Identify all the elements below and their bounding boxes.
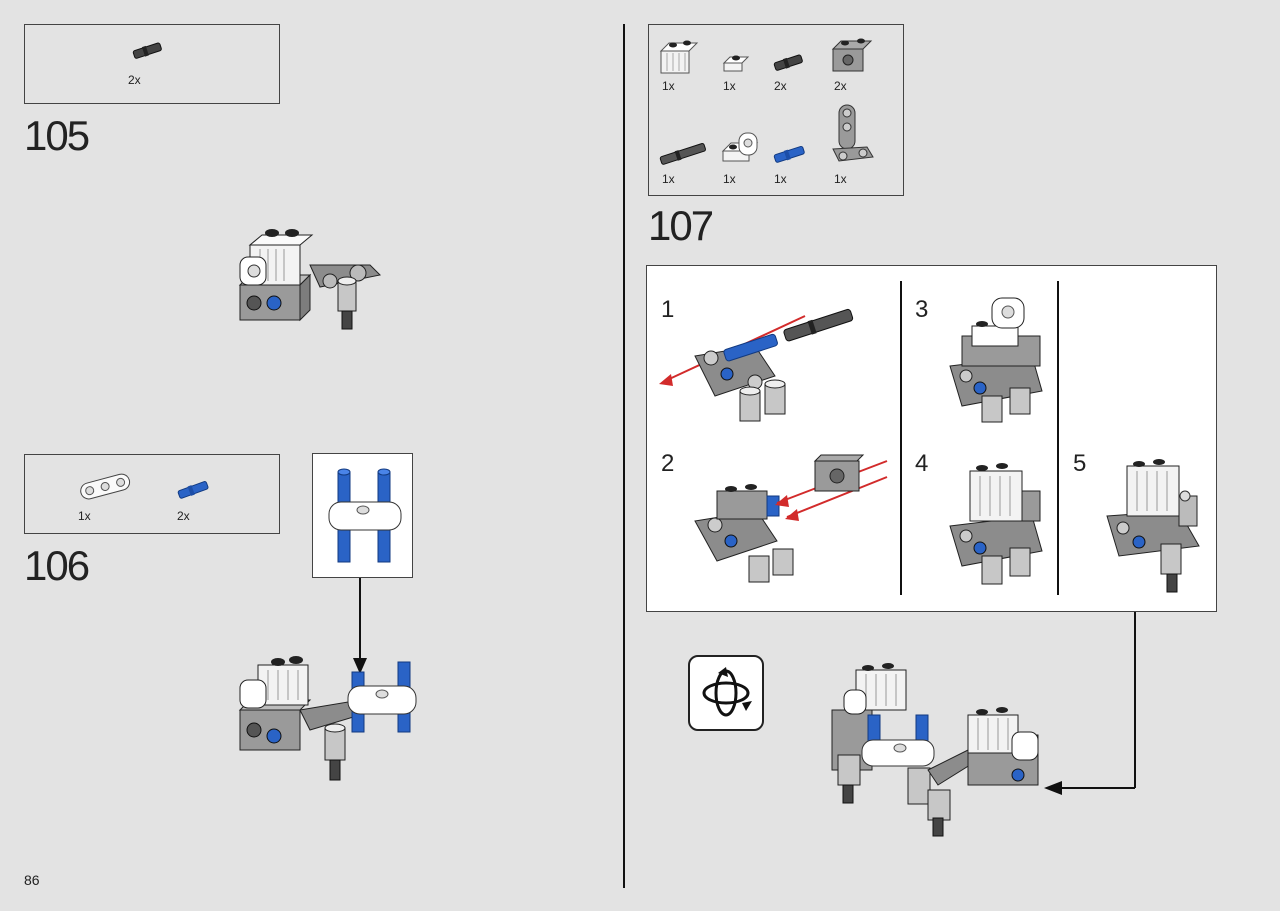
step-number-107: 107 [648, 202, 714, 249]
part-qty: 1x [834, 172, 847, 186]
page-number: 86 [24, 872, 40, 888]
step-107-parts-box: 1x 1x 2x 2x 1x 1x 1x [648, 24, 904, 196]
brick-grille-white-icon [659, 40, 699, 74]
substep-3-illustration [949, 297, 1043, 423]
step-106-subassembly-callout [312, 453, 413, 578]
bracket-white-icon [721, 132, 759, 162]
substep-number-4: 4 [915, 450, 929, 477]
substep-divider [1057, 281, 1059, 595]
part-qty: 1x [774, 172, 787, 186]
axle-pin-dark-gray-icon [131, 41, 163, 61]
brick-hole-gray-icon [831, 38, 873, 72]
substep-2-illustration [694, 454, 888, 583]
axle-pin-blue-icon [772, 144, 806, 165]
substep-number-2: 2 [661, 450, 675, 477]
page-divider [623, 24, 625, 888]
axle-long-dark-gray-icon [659, 143, 706, 165]
axle-pin-blue-icon [176, 479, 210, 501]
axle-pin-dark-gray-icon [772, 53, 804, 73]
substep-divider [900, 281, 902, 595]
step-107-final-model-illustration [831, 663, 1039, 837]
step-107-connector-arrow [1044, 612, 1136, 795]
part-qty: 2x [177, 509, 190, 523]
step-105-model-illustration [238, 229, 382, 330]
substep-5-illustration [1106, 459, 1200, 593]
step-105-parts-box: 2x [24, 24, 280, 104]
plate-1x1-white-icon [722, 55, 750, 72]
part-qty: 2x [128, 73, 141, 87]
rotate-model-icon [688, 655, 764, 731]
substep-number-1: 1 [661, 296, 675, 323]
subassembly-illustration [328, 468, 402, 563]
substep-1-illustration [659, 308, 854, 422]
beam-3-white-icon [80, 473, 131, 500]
part-qty: 1x [662, 172, 675, 186]
substep-number-5: 5 [1073, 450, 1087, 477]
part-qty: 2x [834, 79, 847, 93]
step-106-callout-arrow [353, 578, 367, 674]
part-qty: 1x [78, 509, 91, 523]
substep-number-3: 3 [915, 296, 929, 323]
step-106-parts-box: 1x 2x [24, 454, 280, 534]
step-number-106: 106 [24, 542, 90, 589]
step-number-105: 105 [24, 112, 90, 159]
substep-4-illustration [949, 463, 1043, 585]
part-qty: 1x [662, 79, 675, 93]
step-106-model-illustration [238, 656, 417, 781]
part-qty: 1x [723, 172, 736, 186]
beam-liftarm-gray-icon [832, 104, 874, 162]
part-qty: 2x [774, 79, 787, 93]
step-107-substeps-box: 1 2 3 4 5 [646, 265, 1217, 612]
part-qty: 1x [723, 79, 736, 93]
